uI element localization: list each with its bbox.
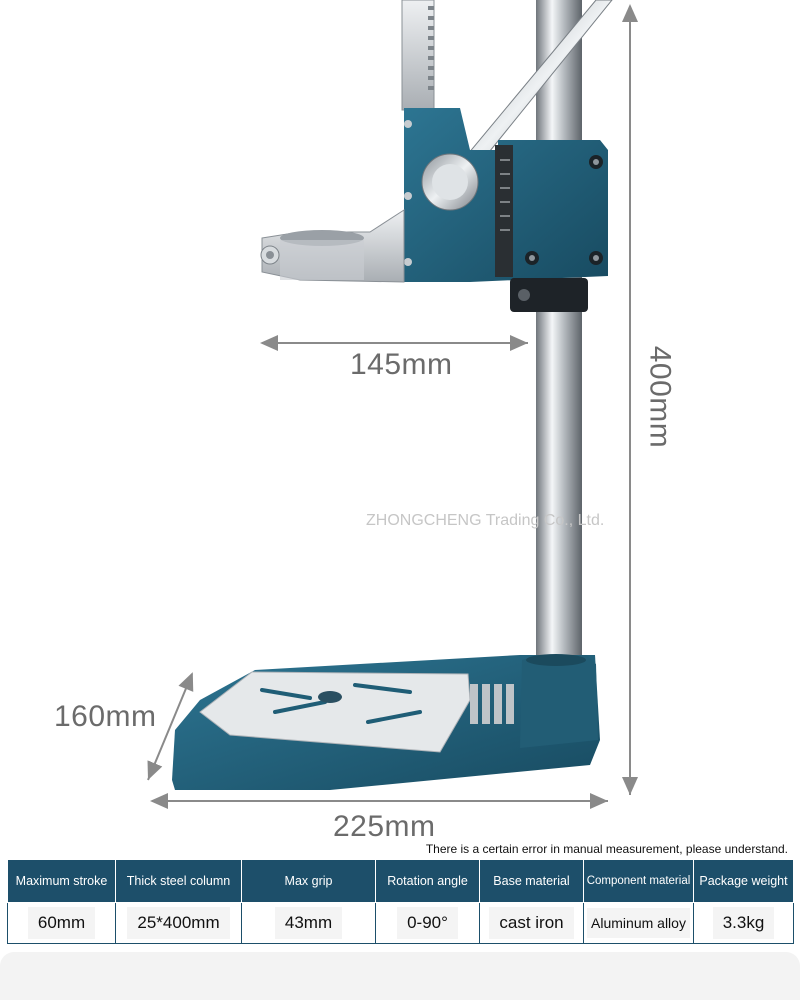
carriage-body — [404, 108, 608, 282]
header-thick-steel-column: Thick steel column — [115, 859, 242, 903]
spec-value-row: 60mm 25*400mm 43mm 0-90° cast iron Alumi… — [7, 902, 794, 944]
header-maximum-stroke: Maximum stroke — [7, 859, 116, 903]
value-maximum-stroke: 60mm — [27, 907, 96, 939]
column-collar — [510, 278, 588, 312]
watermark-text: ZHONGCHENG Trading Co., Ltd. — [366, 512, 605, 529]
drill-stand-drawing — [147, 0, 638, 809]
header-max-grip: Max grip — [241, 859, 376, 903]
product-illustration: 145mm 400mm 160mm 225mm ZHONGCHENG Tradi… — [54, 0, 677, 843]
value-max-grip: 43mm — [274, 907, 343, 939]
value-thick-steel-column: 25*400mm — [127, 907, 230, 939]
header-base-material: Base material — [479, 859, 584, 903]
value-component-material: Aluminum alloy — [587, 908, 690, 938]
spec-header-row: Maximum stroke Thick steel column Max gr… — [7, 859, 794, 903]
base-depth-dimension-line — [147, 672, 194, 781]
base-depth-label: 160mm — [54, 700, 157, 733]
header-component-material: Component material — [583, 859, 694, 903]
bottom-panel — [0, 952, 800, 1000]
value-rotation-angle: 0-90° — [397, 907, 458, 939]
header-rotation-angle: Rotation angle — [375, 859, 480, 903]
lever-hub — [421, 153, 479, 211]
measurement-note: There is a certain error in manual measu… — [425, 842, 788, 856]
arm-length-label: 145mm — [350, 348, 453, 381]
rack-bar — [401, 0, 435, 111]
value-package-weight: 3.3kg — [712, 907, 775, 939]
drill-clamp — [260, 209, 405, 283]
header-package-weight: Package weight — [693, 859, 794, 903]
base-plate — [172, 654, 600, 790]
spec-table: Maximum stroke Thick steel column Max gr… — [7, 859, 794, 944]
height-label: 400mm — [643, 345, 677, 449]
value-base-material: cast iron — [489, 907, 574, 939]
base-width-label: 225mm — [333, 810, 436, 843]
steel-column — [536, 0, 582, 670]
